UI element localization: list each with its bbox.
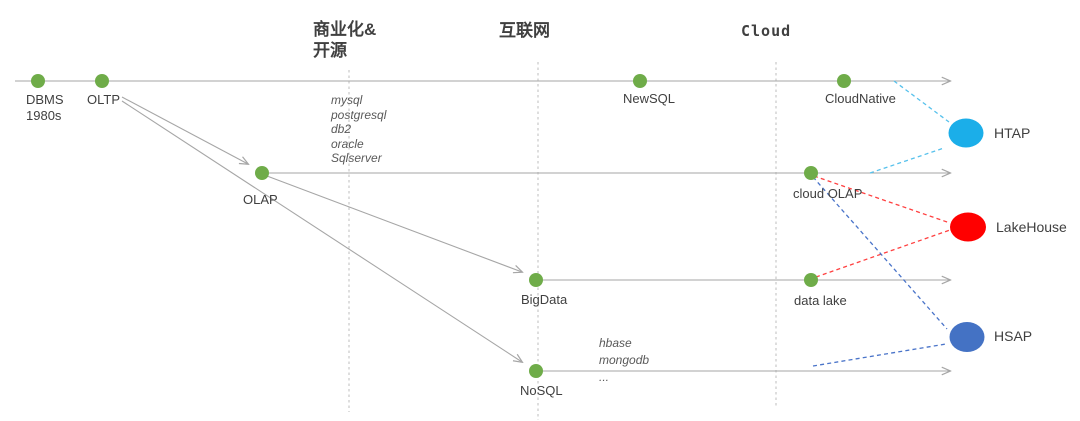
milestone-dot-newsql [633, 74, 647, 88]
milestone-dot-bigdata [529, 273, 543, 287]
era-dividers [348, 62, 777, 420]
branch-oltp-to-olap [121, 96, 248, 164]
milestone-label-newsql: NewSQL [623, 91, 676, 106]
link-nosql-line-to-hsap [812, 343, 947, 367]
htap-circle [948, 118, 984, 148]
paradigm-label-lakehouse: LakeHouse [996, 219, 1067, 235]
hsap-circle [949, 322, 985, 352]
paradigm-label-htap: HTAP [994, 125, 1031, 141]
milestone-dot-olap [255, 166, 269, 180]
timelines [15, 81, 950, 371]
milestone-dot-data-lake [804, 273, 818, 287]
milestone-dot-oltp [95, 74, 109, 88]
milestone-dots [31, 74, 851, 378]
milestone-label-cloudnative: CloudNative [825, 91, 896, 106]
milestone-label-nosql: NoSQL [520, 383, 563, 398]
era-header-commercial-open-source: 商业化& 开源 [313, 20, 377, 60]
milestone-label-dbms: DBMS 1980s [26, 92, 64, 123]
paradigm-label-hsap: HSAP [994, 328, 1033, 344]
tech-list-nosql: hbase mongodb ... [599, 336, 650, 384]
milestone-dot-nosql [529, 364, 543, 378]
milestone-dot-cloud-olap [804, 166, 818, 180]
milestone-dot-dbms [31, 74, 45, 88]
branch-oltp-to-nosql [121, 100, 522, 362]
link-data-lake-to-lakehouse [815, 229, 951, 278]
milestone-dot-cloudnative [837, 74, 851, 88]
milestone-label-data-lake: data lake [794, 293, 847, 308]
link-olap-line-to-htap [869, 147, 945, 174]
era-header-cloud: Cloud [741, 22, 792, 40]
era-header-internet: 互联网 [499, 21, 550, 40]
link-cloud-olap-to-lakehouse [813, 175, 951, 224]
milestone-label-olap: OLAP [243, 192, 278, 207]
lakehouse-circle [950, 212, 986, 242]
paradigm-links [812, 80, 951, 367]
branch-olap-to-bigdata [266, 175, 522, 272]
link-cloud-olap-to-hsap [812, 176, 948, 330]
link-oltp-line-to-htap [893, 80, 950, 123]
milestone-label-cloud-olap: cloud OLAP [793, 186, 863, 201]
tech-list-relational: mysql postgresql db2 oracle Sqlserver [331, 93, 387, 165]
milestone-label-bigdata: BigData [521, 292, 568, 307]
milestone-label-oltp: OLTP [87, 92, 120, 107]
